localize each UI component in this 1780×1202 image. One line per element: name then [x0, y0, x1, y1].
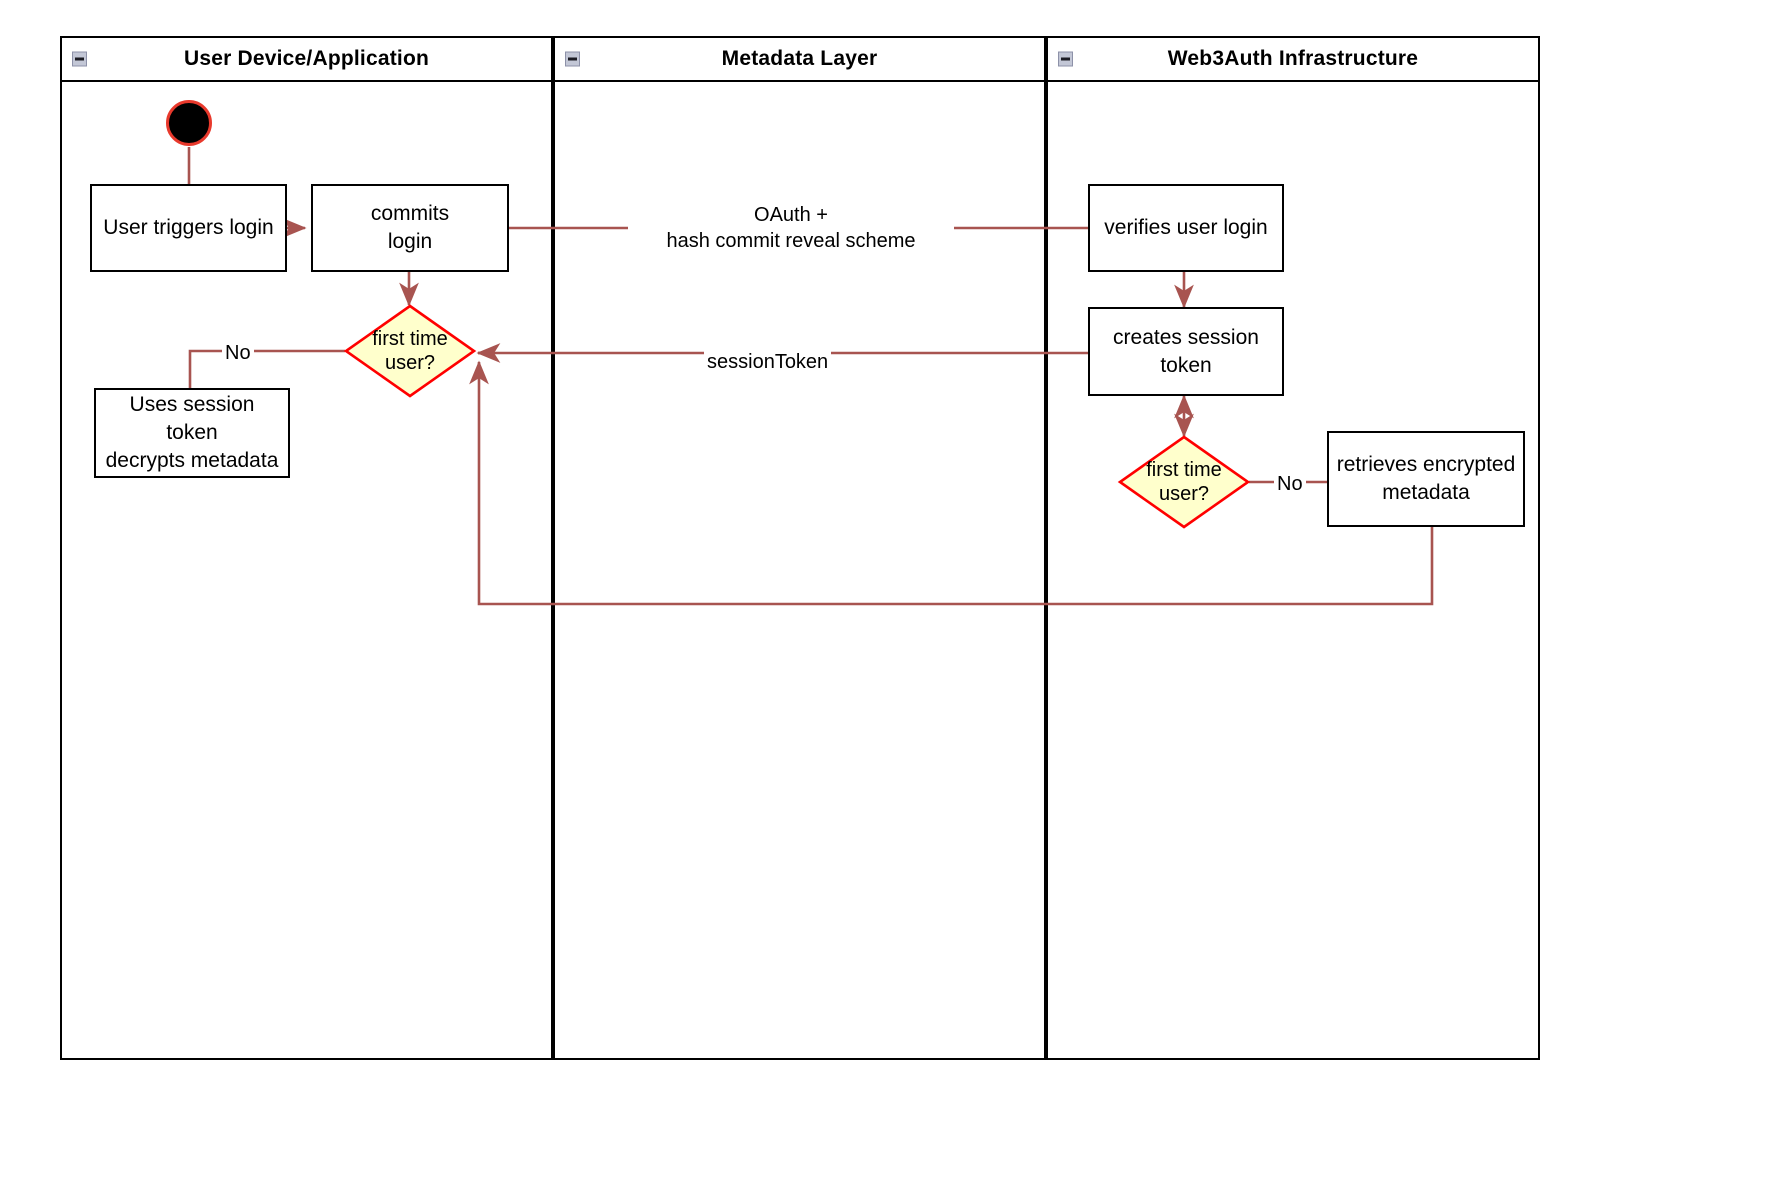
node-label-line2: token — [166, 421, 218, 445]
start-node — [166, 100, 212, 146]
node-verifies-user-login[interactable]: verifies user login — [1088, 184, 1284, 272]
node-label-line2: login — [387, 230, 433, 253]
minus-square-icon[interactable] — [1058, 51, 1073, 67]
lane-header-metadata[interactable]: Metadata Layer — [553, 36, 1046, 82]
minus-square-icon[interactable] — [72, 51, 87, 67]
lane-header-user-device[interactable]: User Device/Application — [60, 36, 553, 82]
node-user-triggers-login[interactable]: User triggers login — [90, 184, 287, 272]
edge-label-line2: hash commit reveal scheme — [666, 230, 916, 252]
node-label-line1: retrieves encrypted — [1336, 453, 1516, 477]
node-label-line2: token — [1160, 353, 1212, 377]
node-label-line1: creates session — [1113, 325, 1259, 349]
minus-square-icon[interactable] — [565, 51, 580, 67]
node-label-line3: decrypts metadata — [105, 448, 279, 472]
lane-header-web3auth[interactable]: Web3Auth Infrastructure — [1046, 36, 1540, 82]
edge-label-line1: OAuth + — [754, 204, 828, 226]
edge-label-oauth-commit: OAuth + hash commit reveal scheme — [628, 202, 954, 254]
node-decision-first-time-user-left[interactable]: first time user? — [343, 304, 477, 398]
node-label: verifies user login — [1104, 216, 1268, 240]
node-retrieves-encrypted-metadata[interactable]: retrieves encrypted metadata — [1327, 431, 1525, 527]
node-label-line1: Uses session — [129, 393, 255, 417]
lane-title-metadata: Metadata Layer — [721, 47, 878, 70]
lane-title-user-device: User Device/Application — [183, 47, 429, 70]
node-creates-session-token[interactable]: creates session token — [1088, 307, 1284, 396]
node-decision-first-time-user-right[interactable]: first time user? — [1117, 435, 1251, 529]
lane-title-web3auth: Web3Auth Infrastructure — [1167, 47, 1419, 70]
node-label-line1: commits — [370, 202, 450, 226]
node-uses-session-token[interactable]: Uses session token decrypts metadata — [94, 388, 290, 478]
edge-label-no-left: No — [222, 340, 254, 366]
edge-label-session-token: sessionToken — [704, 349, 832, 375]
node-label: User triggers login — [103, 216, 274, 240]
node-label-line2: metadata — [1382, 481, 1470, 504]
node-commits-login[interactable]: commits login — [311, 184, 509, 272]
edge-label-no-right: No — [1274, 471, 1306, 497]
